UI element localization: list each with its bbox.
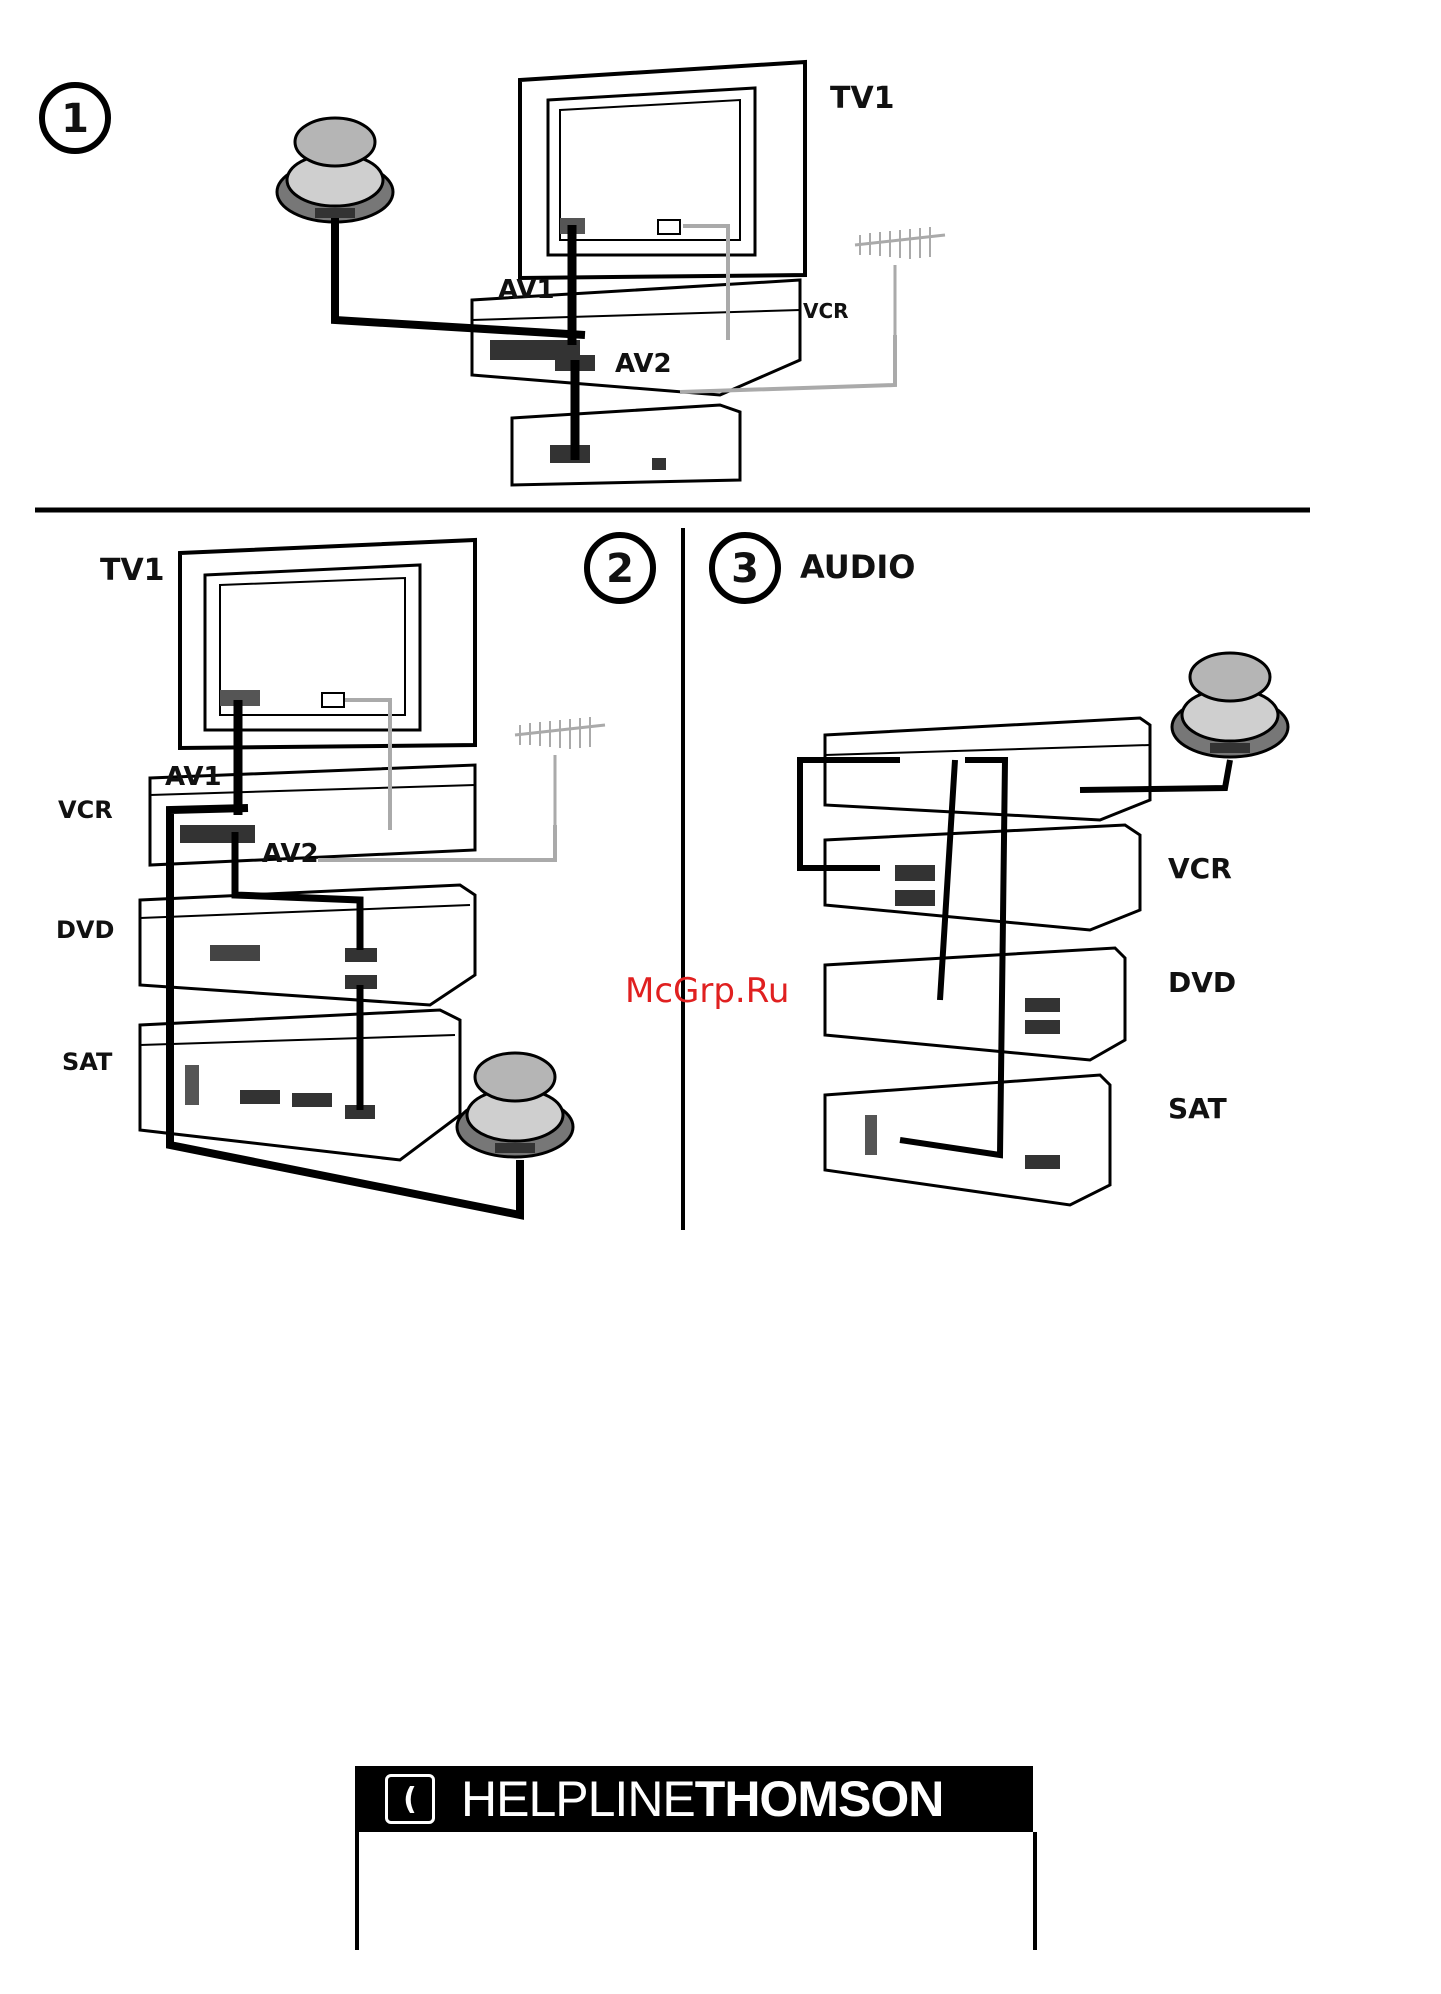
antenna-2-icon [515,717,605,825]
av1-label: AV1 [498,275,555,305]
helpline-text: HELPLINETHOMSON [461,1770,943,1828]
vcr-label: VCR [803,299,849,323]
av2-label-2: AV2 [262,839,319,869]
tv1-label-2: TV1 [100,553,165,588]
vcr-label-3: VCR [1168,852,1232,885]
helpline-banner: ( HELPLINETHOMSON [355,1766,1033,1832]
antenna-1-icon [855,227,945,335]
audio-speaker-1 [277,118,393,222]
diagram-3: 3 AUDIO VCR DVD SAT [712,535,1288,1205]
av2-label: AV2 [615,349,672,379]
amplifier-unit-3 [825,718,1150,820]
helpline-info-box [355,1832,1037,1950]
dvd-unit-3 [825,948,1125,1060]
step-3-number: 3 [731,546,759,592]
audio-speaker-3 [1172,653,1288,757]
vcr-label-2: VCR [58,796,113,824]
helpline-word2: THOMSON [695,1771,944,1827]
dvd-label-3: DVD [1168,966,1236,999]
diagram-2: 2 TV1 VCR AV1 AV2 DVD SAT [56,535,653,1215]
decoder-box [512,405,740,485]
av1-label-2: AV1 [165,762,222,792]
phone-icon: ( [385,1774,435,1824]
audio-title: AUDIO [800,548,915,586]
dvd-label-2: DVD [56,916,114,944]
watermark: McGrp.Ru [625,971,789,1011]
audio-speaker-2 [457,1053,573,1157]
step-1-number: 1 [61,96,89,142]
sat-label-3: SAT [1168,1092,1227,1125]
tv1-label: TV1 [830,81,895,116]
diagram-1: 1 TV1 AV1 AV2 VCR [42,62,945,485]
helpline-word1: HELPLINE [461,1771,695,1827]
step-2-number: 2 [606,546,634,592]
sat-label-2: SAT [62,1048,113,1076]
vcr-unit-3 [825,825,1140,930]
dvd-unit-2 [140,885,475,1005]
